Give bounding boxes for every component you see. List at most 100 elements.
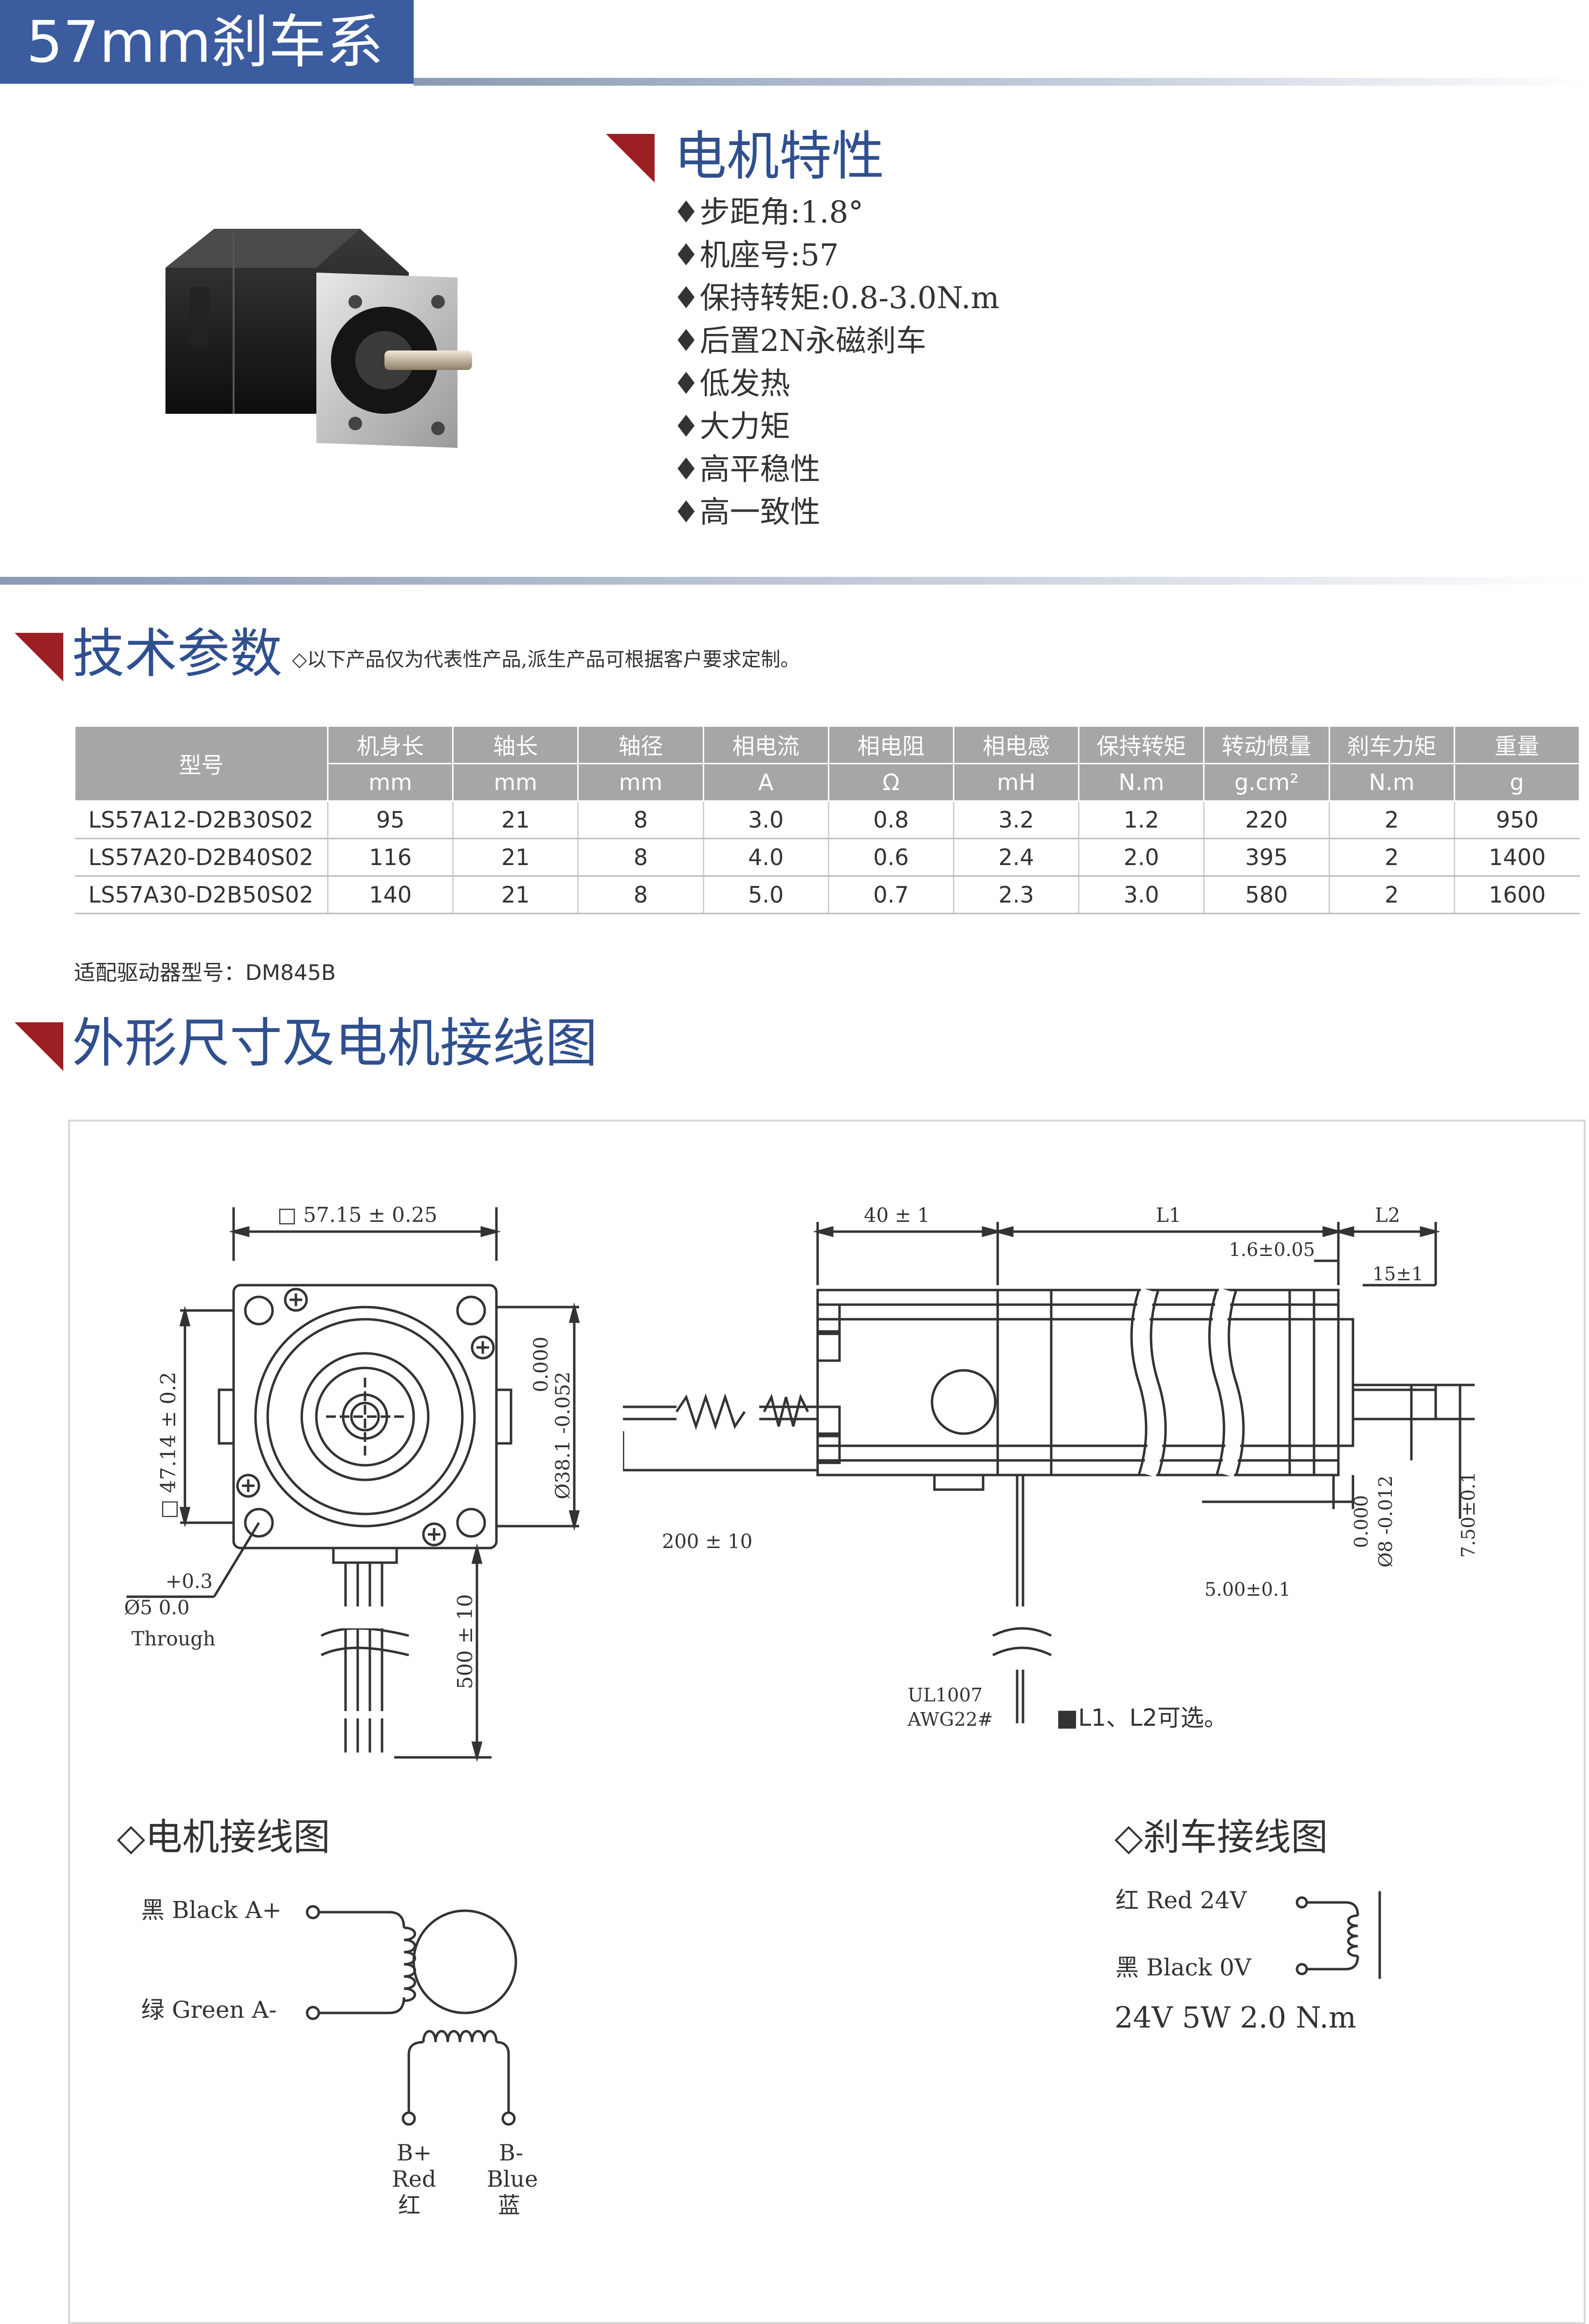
column-unit: A [702,763,829,802]
length-option-note: ■L1、L2可选。 [1056,1704,1227,1732]
column-header: 保持转矩 [1078,725,1205,764]
feature-item: ♦保持转矩:0.8-3.0N.m [673,280,1000,315]
label-b-plus: B+ [397,2140,432,2166]
specs-title: 技术参数 [72,624,283,684]
table-cell: 0.7 [828,876,954,914]
column-unit: Ω [827,763,954,802]
model-header: 型号 [74,725,329,802]
table-cell: 3.2 [953,801,1080,839]
column-header: 轴径 [577,725,704,764]
table-cell: 395 [1204,838,1330,877]
column-header: 相电流 [702,725,829,764]
table-row: LS57A30-D2B50S02 140 21 8 5.0 0.7 2.3 3.… [74,876,1580,914]
label-b-minus-cn: 蓝 [498,2192,520,2218]
column-unit: g.cm² [1203,763,1330,802]
table-cell: 220 [1204,801,1330,839]
column-header: 转动惯量 [1203,725,1330,764]
label-brake-black: 黑 Black 0V [1115,1954,1252,1981]
table-cell: 2 [1329,838,1455,877]
drawing-frame [68,1120,1586,2324]
motor-photo [165,229,472,448]
brake-rating: 24V 5W 2.0 N.m [1114,2001,1356,2035]
drawing-title: 外形尺寸及电机接线图 [72,1013,598,1074]
front-view-drawing: □ 57.15 ± 0.25 □ 47.14 ± 0.2 0.000 Ø38.1… [124,1203,580,1762]
hole-tol-lower: Ø5 0.0 [124,1597,190,1619]
hole-note: Through [131,1628,216,1650]
column-header: 机身长 [327,725,454,764]
table-cell: 4.0 [703,838,829,877]
table-cell: 3.0 [703,801,829,839]
dim-15: 15±1 [1372,1263,1423,1285]
table-cell: LS57A20-D2B40S02 [74,838,329,877]
table-cell: 140 [328,876,454,914]
column-unit: mH [952,763,1080,802]
feature-item: ♦高一致性 [673,494,821,530]
table-cell: 8 [578,838,704,877]
dim-boss-tol: 0.000 [530,1336,552,1392]
column-unit: g [1453,763,1581,802]
section-divider [0,577,1589,585]
label-brake-red: 红 Red 24V [1115,1887,1247,1914]
label-b-minus: B- [499,2140,523,2166]
label-a-plus: 黑 Black A+ [141,1897,282,1924]
features-list: ♦步距角:1.8° ♦机座号:57 ♦保持转矩:0.8-3.0N.m ♦后置2N… [673,191,999,534]
dim-hole-spacing: □ 47.14 ± 0.2 [156,1372,180,1519]
table-cell: 2.3 [953,876,1080,914]
motor-wiring-title: ◇电机接线图 [117,1815,330,1859]
table-cell: 116 [328,838,454,877]
spec-table: 型号 机身长 轴长 轴径 相电流 相电阻 相电感 保持转矩 转动惯量 刹车力矩 … [74,725,1581,914]
wire-gauge: AWG22# [907,1709,993,1730]
table-cell: 1400 [1454,838,1580,877]
column-header: 相电感 [952,725,1080,764]
motor-wiring-diagram: ◇电机接线图 黑 Black A+ 绿 Green A- B+ Red 红 B-… [117,1815,538,2218]
specs-note: ◇以下产品仅为代表性产品,派生产品可根据客户要求定制。 [292,648,800,671]
brake-wiring-diagram: ◇刹车接线图 红 Red 24V 黑 Black 0V 24V 5W 2.0 N… [1114,1815,1381,2035]
feature-item: ♦高平稳性 [673,451,821,487]
table-cell: 21 [453,876,579,914]
table-cell: 2 [1329,801,1455,839]
table-cell: 2 [1329,876,1455,914]
table-cell: 2.4 [953,838,1080,877]
table-cell: 1600 [1454,876,1580,914]
dim-200: 200 ± 10 [662,1531,752,1553]
column-unit: mm [577,763,704,802]
label-b-plus-cn: 红 [398,2192,420,2218]
column-header: 刹车力矩 [1328,725,1455,764]
feature-item: ♦低发热 [673,366,790,401]
dim-shaft-tol: 0.000 [1351,1495,1372,1548]
table-row: LS57A20-D2B40S02 116 21 8 4.0 0.6 2.4 2.… [74,838,1580,877]
header-divider [414,78,1589,86]
label-b-plus-en: Red [392,2166,436,2192]
column-unit: N.m [1328,763,1455,802]
label-a-minus: 绿 Green A- [141,1996,276,2024]
table-cell: 580 [1204,876,1330,914]
feature-item: ♦大力矩 [673,408,790,444]
feature-item: ♦步距角:1.8° [673,194,864,230]
column-unit: mm [452,763,579,802]
table-cell: 3.0 [1078,876,1205,914]
section-marker-icon [606,134,655,183]
feature-item: ♦机座号:57 [673,237,839,273]
feature-item: ♦后置2N永磁刹车 [673,323,927,358]
dim-flat: 7.50±0.1 [1458,1472,1479,1558]
dim-width: □ 57.15 ± 0.25 [277,1203,438,1227]
page-title: 57mm刹车系列 [0,0,414,159]
table-cell: 950 [1454,801,1580,839]
features-title: 电机特性 [674,126,885,187]
dim-1-6: 1.6±0.05 [1229,1239,1315,1260]
column-unit: N.m [1078,763,1205,802]
hole-tol-upper: +0.3 [165,1570,213,1593]
table-cell: 0.6 [828,838,954,877]
dim-shaft: Ø8 -0.012 [1375,1476,1396,1568]
table-cell: 95 [328,801,454,839]
table-cell: 0.8 [828,801,954,839]
driver-note: 适配驱动器型号：DM845B [74,960,336,985]
dim-lead-length: 500 ± 10 [453,1594,477,1689]
dim-5: 5.00±0.1 [1205,1579,1291,1600]
section-marker-icon [15,1022,63,1071]
table-cell: 8 [578,801,704,839]
table-cell: LS57A30-D2B50S02 [74,876,329,914]
column-header: 重量 [1453,725,1581,764]
side-view-drawing: 40 ± 1 L1 L2 1.6±0.05 15±1 200 ± 10 5.00… [623,1204,1479,1732]
table-cell: 2.0 [1078,838,1205,877]
